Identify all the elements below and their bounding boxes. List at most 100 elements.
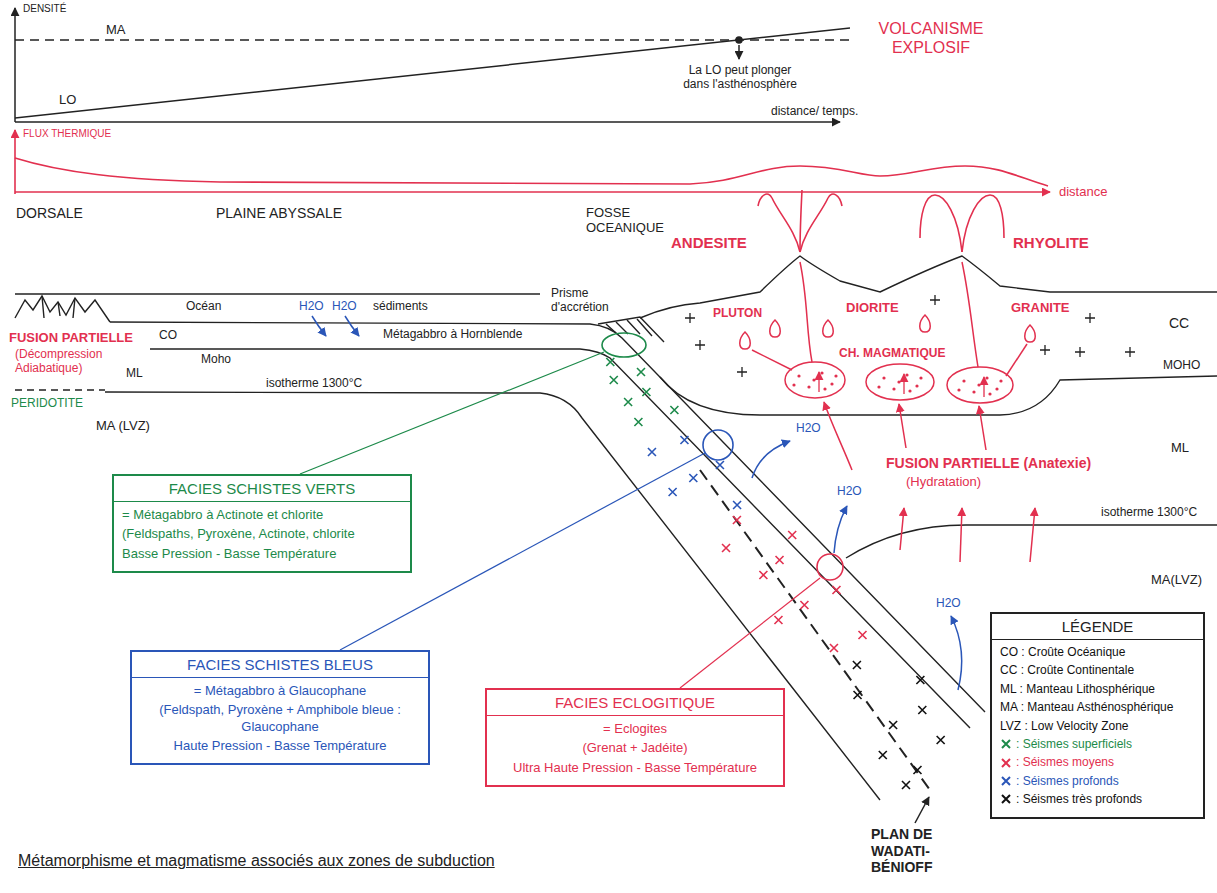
diagram-label: ML xyxy=(1170,440,1190,455)
earthquake-mark xyxy=(610,376,618,384)
magma-dot xyxy=(988,392,991,395)
legend-text: : Séismes très profonds xyxy=(1016,792,1142,806)
magma-system xyxy=(1025,325,1036,342)
legend-swatch xyxy=(1000,757,1012,769)
water-arrow xyxy=(752,441,790,478)
density-graph xyxy=(738,45,740,59)
magma-dot xyxy=(820,371,823,374)
earthquake-mark xyxy=(853,661,861,669)
box-text: Basse Pression - Basse Température xyxy=(122,546,402,562)
eruption-plume xyxy=(758,190,1004,252)
earthquake-mark xyxy=(774,616,782,624)
crust-plus-symbol xyxy=(1125,347,1135,357)
diagram-label: H2O xyxy=(836,484,863,498)
earthquake-mark xyxy=(913,766,921,774)
diagram-label: H2O xyxy=(935,596,962,610)
heat-flow-graph xyxy=(15,130,1050,194)
earthquake-mark xyxy=(859,631,867,639)
earthquake-mark xyxy=(606,358,614,366)
legend-swatch xyxy=(1000,775,1012,787)
diagram-title: Métamorphisme et magmatisme associés aux… xyxy=(18,852,495,870)
magma-system xyxy=(740,332,751,349)
density-graph xyxy=(15,39,850,41)
legend-row: : Séismes superficiels xyxy=(1000,737,1195,751)
magma-system xyxy=(752,350,792,370)
cross-section xyxy=(42,296,75,318)
cross-section xyxy=(15,389,105,390)
legend-row: LVZ : Low Velocity Zone xyxy=(1000,719,1195,733)
magma-dot xyxy=(823,387,826,390)
legend-row: : Séismes moyens xyxy=(1000,755,1195,769)
earthquake-mark xyxy=(624,398,632,406)
diagram-label: H2O xyxy=(795,421,822,435)
density-graph xyxy=(736,37,742,43)
diagram-label: MA(LVZ) xyxy=(1150,572,1203,587)
magma-dot xyxy=(962,379,965,382)
diagram-label: Océan xyxy=(185,299,222,313)
magma-dot xyxy=(905,373,908,376)
diagram-label: ANDESITE xyxy=(670,234,748,252)
magma-system xyxy=(800,262,812,362)
swatch-cross xyxy=(1002,740,1010,748)
density-graph xyxy=(15,28,850,118)
magma-system xyxy=(947,367,1013,403)
legend-row: CO : Croûte Océanique xyxy=(1000,645,1195,659)
magma-system xyxy=(785,362,845,398)
magma-dot xyxy=(797,374,800,377)
legend-text: : Séismes superficiels xyxy=(1016,737,1132,751)
diagram-label: CH. MAGMATIQUE xyxy=(838,346,946,360)
diagram-label: PLUTON xyxy=(712,306,763,320)
heat-flow-graph xyxy=(15,158,1048,186)
diagram-label: Moho xyxy=(200,352,232,366)
water-arrow xyxy=(312,316,326,336)
magma-dot xyxy=(792,383,795,386)
diagram-label: H2O xyxy=(298,299,325,313)
earthquake-mark xyxy=(716,461,724,469)
legend-row: ML : Manteau Lithosphérique xyxy=(1000,682,1195,696)
diagram-label: MA (LVZ) xyxy=(95,418,151,433)
diagram-label: CC xyxy=(1168,315,1190,332)
magma-system xyxy=(740,262,1036,562)
earthquake-mark xyxy=(902,781,910,789)
crust-plus-symbol xyxy=(737,367,747,377)
earthquake-mark xyxy=(648,448,656,456)
magma-system xyxy=(866,364,934,400)
legend-swatch xyxy=(1000,793,1012,805)
wadati-benioff-plane xyxy=(915,797,929,823)
swatch-cross xyxy=(1002,759,1010,767)
magma-rise-arrow xyxy=(983,377,984,397)
diagram-label: DENSITÉ xyxy=(22,3,67,15)
earthquake-mark xyxy=(889,721,897,729)
earthquake-mark xyxy=(670,406,678,414)
magma-system xyxy=(960,508,962,562)
magma-system xyxy=(899,404,906,448)
earthquake-mark xyxy=(937,736,945,744)
diagram-label: FUSION PARTIELLE xyxy=(8,330,134,345)
legend-row: : Séismes très profonds xyxy=(1000,792,1195,806)
magma-dot xyxy=(957,388,960,391)
magma-system xyxy=(770,320,781,337)
diagram-label: distance xyxy=(1058,184,1108,199)
eruption-plume xyxy=(828,194,842,206)
legend-text: ML : Manteau Lithosphérique xyxy=(1000,682,1155,696)
magma-system xyxy=(979,406,986,450)
earthquake-mark xyxy=(689,474,697,482)
box-heading: LÉGENDE xyxy=(992,614,1203,640)
magma-dot xyxy=(892,387,895,390)
legend-text: CO : Croûte Océanique xyxy=(1000,645,1125,659)
box-heading: FACIES SCHISTES VERTS xyxy=(114,476,410,502)
facies-marker xyxy=(817,554,843,580)
magma-system xyxy=(900,508,904,550)
diagram-label: Prisme d'accrétion xyxy=(550,286,622,314)
magma-system xyxy=(920,315,931,332)
magma-dot xyxy=(830,382,833,385)
cross-section xyxy=(15,296,110,322)
legend-box: LÉGENDECO : Croûte OcéaniqueCC : Croûte … xyxy=(990,612,1205,819)
earthquake-mark xyxy=(759,571,767,579)
magma-dot xyxy=(908,389,911,392)
box-text: = Eclogites xyxy=(495,721,775,737)
magma-dot xyxy=(915,384,918,387)
diagram-label: PERIDOTITE xyxy=(10,396,84,410)
earthquake-mark xyxy=(830,644,838,652)
